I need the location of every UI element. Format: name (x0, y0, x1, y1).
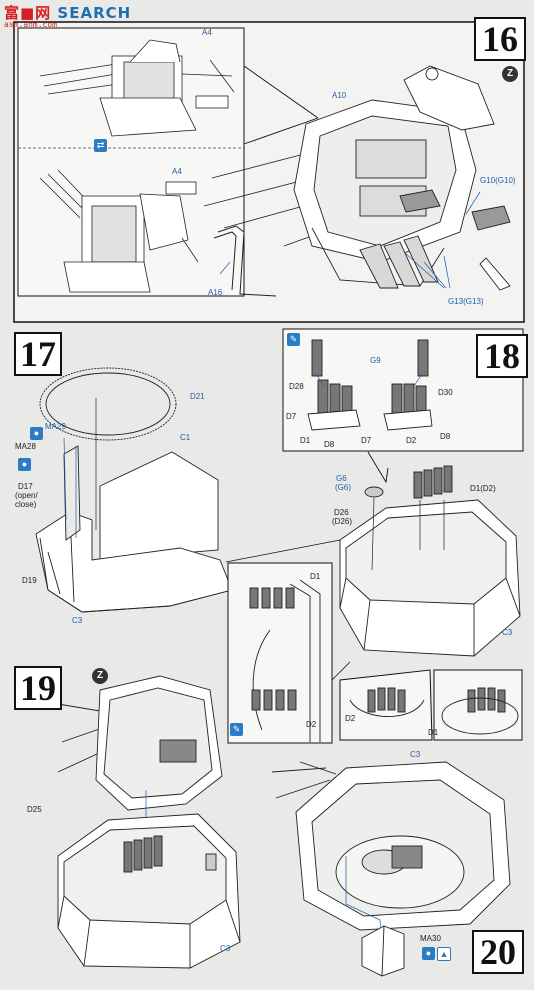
label-ma29: MA29 (45, 422, 66, 431)
step-number-17: 17 (14, 332, 62, 376)
swap-icon: ⇄ (94, 139, 107, 152)
paint-drop-icon: ● (30, 427, 43, 440)
step-number-18: 18 (476, 334, 528, 378)
step-16-panel (13, 21, 525, 323)
paint-brush-icon: ▲ (437, 947, 451, 961)
z-icon: Z (502, 66, 518, 82)
step-17-drawing (35, 367, 233, 613)
label-d25: D25 (27, 805, 42, 814)
label-d17-note: (open/ (15, 491, 38, 500)
label-d7: D7 (361, 436, 372, 445)
label-a4: A4 (172, 167, 182, 176)
label-d17: D17 (18, 482, 33, 491)
label-d8: D8 (440, 432, 451, 441)
step-19-drawing (57, 675, 241, 969)
watermark-url: asm.ahm.com (4, 20, 57, 29)
watermark-logo: 富■网 SEARCH (4, 4, 132, 22)
step-number-16: 16 (474, 17, 526, 61)
label-ma28: MA28 (15, 442, 36, 451)
label-g6: G6 (336, 474, 347, 483)
label-d1: D1 (428, 728, 439, 737)
label-d2: D2 (306, 720, 317, 729)
label-d17-note: close) (15, 500, 37, 509)
label-g6: (G6) (335, 483, 351, 492)
label-d1: D1 (300, 436, 311, 445)
label-d7: D7 (286, 412, 297, 421)
inset-gun-bottom (39, 169, 199, 293)
label-g13: G13(G13) (448, 297, 484, 306)
label-d28: D28 (289, 382, 304, 391)
label-d21: D21 (190, 392, 205, 401)
label-a10: A10 (332, 91, 347, 100)
paint-drop-icon: ● (18, 458, 31, 471)
label-g10: G10(G10) (480, 176, 516, 185)
label-c3: C3 (410, 750, 421, 759)
glue-icon: ✎ (230, 723, 243, 736)
label-a4: A4 (202, 28, 212, 37)
label-g9: G9 (370, 356, 381, 365)
label-c3: C3 (220, 944, 231, 953)
label-a16: A16 (208, 288, 223, 297)
step-number-20: 20 (472, 930, 524, 974)
label-ma30: MA30 (420, 934, 441, 943)
label-d30: D30 (438, 388, 453, 397)
paint-drop-icon: ● (422, 947, 435, 960)
step-18-drawing (225, 328, 524, 744)
label-c3: C3 (72, 616, 83, 625)
label-d1: D1 (310, 572, 321, 581)
z-icon: Z (92, 668, 108, 684)
glue-icon: ✎ (287, 333, 300, 346)
label-d8: D8 (324, 440, 335, 449)
label-d1-d2: D1(D2) (470, 484, 496, 493)
step-20-drawing (271, 761, 511, 977)
label-d26: D26 (334, 508, 349, 517)
label-d2: D2 (345, 714, 356, 723)
label-d2: D2 (406, 436, 417, 445)
label-d19: D19 (22, 576, 37, 585)
label-d26: (D26) (332, 517, 353, 526)
label-c3: C3 (502, 628, 513, 637)
watermark-site: SEARCH (57, 4, 132, 22)
inset-gun-top (39, 39, 235, 137)
step-number-19: 19 (14, 666, 62, 710)
label-c1: C1 (180, 433, 191, 442)
main-gun-16 (203, 65, 511, 291)
